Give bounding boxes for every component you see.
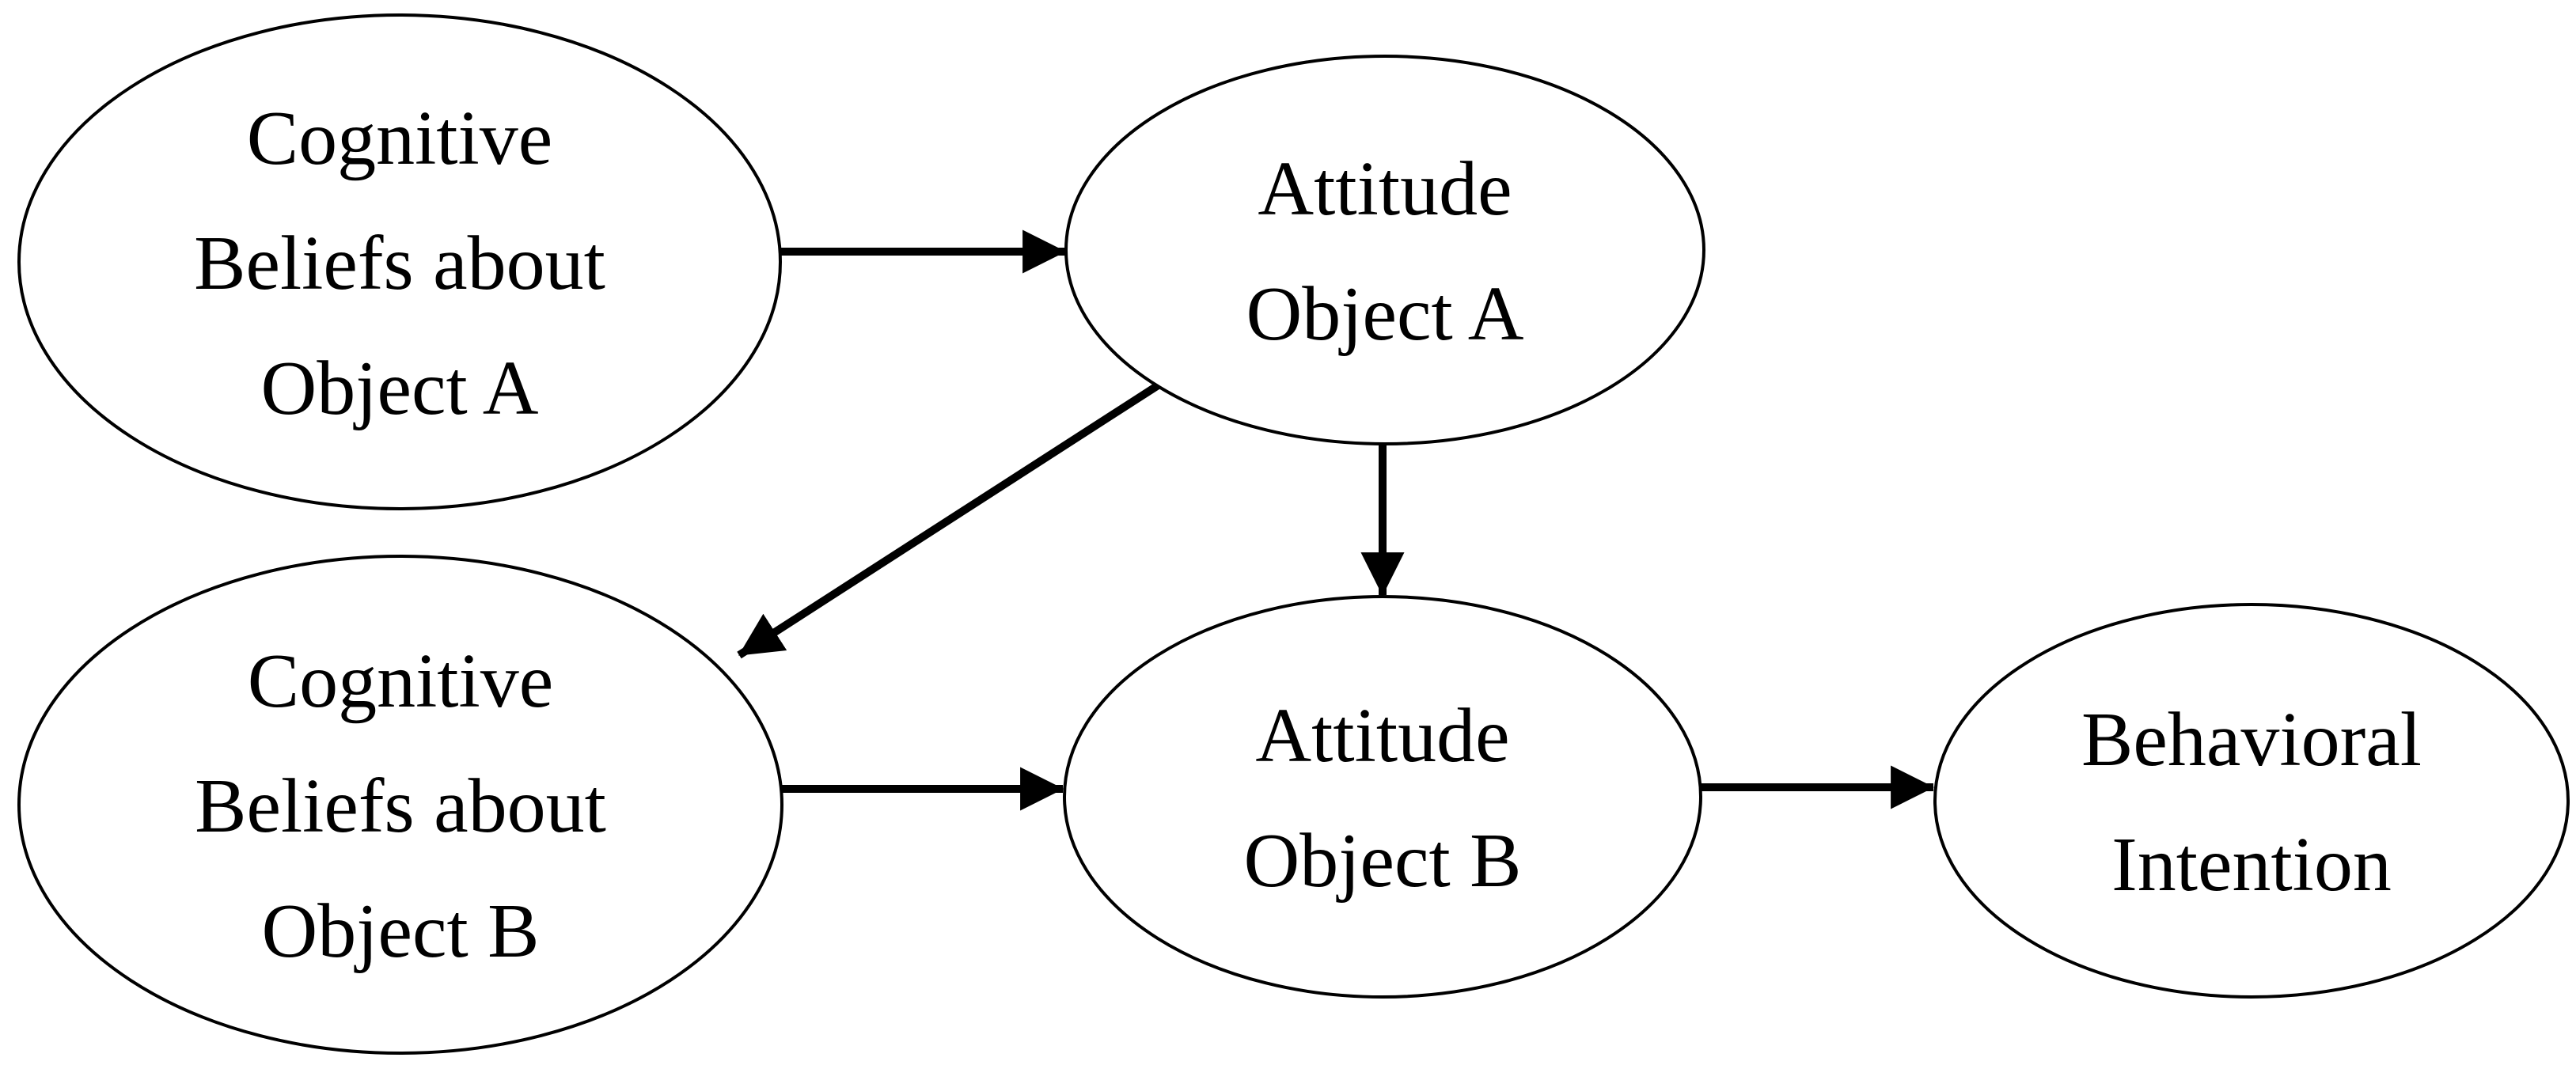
node-attitude-a-shape <box>1064 55 1705 445</box>
node-attitude-b-label-line1: Attitude <box>1255 693 1509 779</box>
node-attitude-a-label-line1: Attitude <box>1258 146 1512 232</box>
node-cognitive-beliefs-a-shape <box>17 13 782 510</box>
node-attitude-b-label-line2: Object B <box>1243 818 1521 904</box>
node-attitude-b-shape <box>1063 595 1702 999</box>
arrow-attitude-a-to-cognitive-beliefs-b <box>737 379 1164 659</box>
node-cognitive-beliefs-b-label-line2: Beliefs about <box>195 764 606 849</box>
node-cognitive-beliefs-a: Cognitive Beliefs about Object A <box>17 13 782 510</box>
node-cognitive-beliefs-b-shape <box>17 555 783 1055</box>
node-cognitive-beliefs-b-label-line3: Object B <box>261 889 539 974</box>
node-behavioral-intention-label-line1: Behavioral <box>2081 697 2422 783</box>
node-cognitive-beliefs-b-label-line1: Cognitive <box>248 639 554 724</box>
node-cognitive-beliefs-b: Cognitive Beliefs about Object B <box>17 555 783 1055</box>
node-attitude-a: Attitude Object A <box>1064 55 1705 445</box>
node-behavioral-intention-shape <box>1933 603 2570 999</box>
node-behavioral-intention: Behavioral Intention <box>1933 603 2570 999</box>
node-cognitive-beliefs-a-label-line3: Object A <box>260 346 538 431</box>
node-behavioral-intention-label-line2: Intention <box>2111 822 2392 908</box>
node-cognitive-beliefs-a-label-line2: Beliefs about <box>194 221 605 306</box>
node-attitude-b: Attitude Object B <box>1063 595 1702 999</box>
node-cognitive-beliefs-a-label-line1: Cognitive <box>247 96 553 181</box>
node-attitude-a-label-line2: Object A <box>1246 271 1523 357</box>
